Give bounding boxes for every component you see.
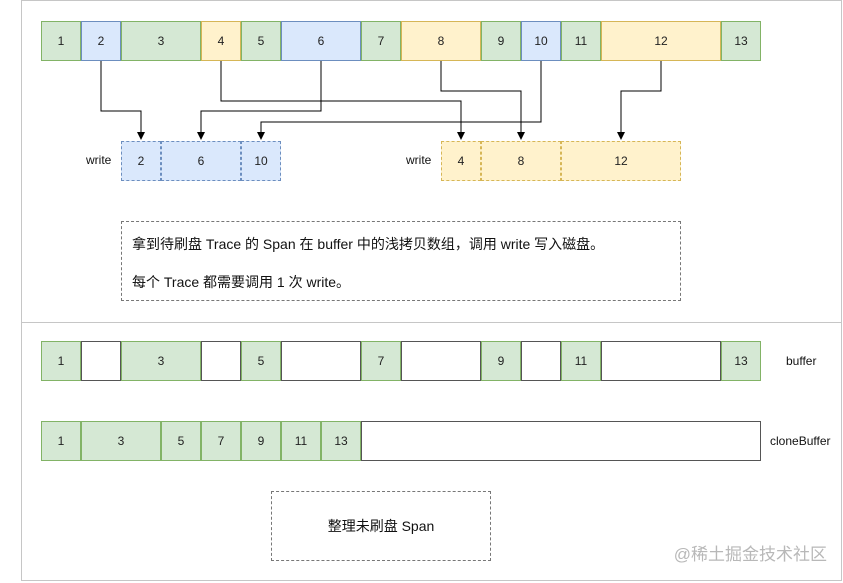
clone-buffer-label: cloneBuffer (770, 434, 831, 448)
cell-label: 4 (217, 34, 225, 48)
cell-label: 9 (497, 354, 505, 368)
cell-label: 5 (257, 34, 265, 48)
buffer-cell: 1 (41, 341, 81, 381)
cell-label: 5 (177, 434, 185, 448)
note-line-1: 拿到待刷盘 Trace 的 Span 在 buffer 中的浅拷贝数组，调用 w… (132, 236, 605, 252)
cell-label: 7 (217, 434, 225, 448)
cell-label: 2 (137, 154, 145, 168)
arrow-4 (220, 61, 465, 140)
cell-label: 11 (294, 434, 308, 448)
buffer-cell: 3 (121, 341, 201, 381)
buffer-cell-empty (201, 341, 241, 381)
array-cell: 13 (721, 21, 761, 61)
write-cell: 4 (441, 141, 481, 181)
array-cell: 3 (121, 21, 201, 61)
cell-label: 13 (334, 434, 348, 448)
cell-label: 8 (517, 154, 525, 168)
clone-cell: 7 (201, 421, 241, 461)
buffer-label: buffer (786, 354, 817, 368)
cell-label: 3 (157, 354, 165, 368)
write-cell: 10 (241, 141, 281, 181)
cell-label: 2 (97, 34, 105, 48)
write-cell: 12 (561, 141, 681, 181)
cell-label: 6 (317, 34, 325, 48)
cell-label: 7 (377, 354, 385, 368)
array-cell: 8 (401, 21, 481, 61)
write-cell: 8 (481, 141, 561, 181)
write-cell: 2 (121, 141, 161, 181)
cell-label: 5 (257, 354, 265, 368)
cell-label: 13 (734, 354, 748, 368)
cell-label: 13 (734, 34, 748, 48)
compact-spans-text: 整理未刷盘 Span (327, 518, 435, 534)
cell-label: 1 (57, 354, 65, 368)
array-cell: 7 (361, 21, 401, 61)
cell-label: 12 (614, 154, 628, 168)
clone-cell: 3 (81, 421, 161, 461)
write-label-blue: write (86, 153, 112, 167)
buffer-cell: 5 (241, 341, 281, 381)
arrow-10 (257, 61, 542, 140)
arrow-6 (197, 61, 322, 140)
clone-cell: 13 (321, 421, 361, 461)
buffer-cell: 9 (481, 341, 521, 381)
cell-label: 8 (437, 34, 445, 48)
cell-label: 12 (654, 34, 668, 48)
compact-spans-box: 整理未刷盘 Span (271, 491, 491, 561)
buffer-cell-empty (601, 341, 721, 381)
buffer-cell-empty (281, 341, 361, 381)
cell-label: 10 (254, 154, 268, 168)
buffer-cell-empty (81, 341, 121, 381)
array-cell: 2 (81, 21, 121, 61)
watermark: @稀土掘金技术社区 (673, 545, 827, 564)
array-cell: 11 (561, 21, 601, 61)
cell-label: 11 (574, 354, 588, 368)
clone-cell: 9 (241, 421, 281, 461)
cell-label: 11 (574, 34, 588, 48)
cell-label: 1 (57, 34, 65, 48)
buffer-cell-empty (521, 341, 561, 381)
cell-label: 4 (457, 154, 465, 168)
array-cell: 1 (41, 21, 81, 61)
arrow-12 (617, 61, 662, 140)
note-box: 拿到待刷盘 Trace 的 Span 在 buffer 中的浅拷贝数组，调用 w… (121, 221, 681, 301)
clone-cell: 1 (41, 421, 81, 461)
arrow-2 (100, 61, 145, 140)
buffer-cell: 13 (721, 341, 761, 381)
write-label-yellow: write (406, 153, 432, 167)
buffer-cell-empty (401, 341, 481, 381)
clone-cell: 11 (281, 421, 321, 461)
array-cell: 12 (601, 21, 721, 61)
cell-label: 9 (257, 434, 265, 448)
cell-label: 3 (117, 434, 125, 448)
cell-label: 3 (157, 34, 165, 48)
array-cell: 10 (521, 21, 561, 61)
array-cell: 4 (201, 21, 241, 61)
arrow-8 (440, 61, 525, 140)
array-cell: 9 (481, 21, 521, 61)
buffer-cell: 11 (561, 341, 601, 381)
cell-label: 10 (534, 34, 548, 48)
cell-label: 7 (377, 34, 385, 48)
array-cell: 6 (281, 21, 361, 61)
cell-label: 6 (197, 154, 205, 168)
write-cell: 6 (161, 141, 241, 181)
cell-label: 1 (57, 434, 65, 448)
clone-cell-empty (361, 421, 761, 461)
note-line-2: 每个 Trace 都需要调用 1 次 write。 (132, 274, 351, 290)
buffer-cell: 7 (361, 341, 401, 381)
cell-label: 9 (497, 34, 505, 48)
array-cell: 5 (241, 21, 281, 61)
clone-cell: 5 (161, 421, 201, 461)
